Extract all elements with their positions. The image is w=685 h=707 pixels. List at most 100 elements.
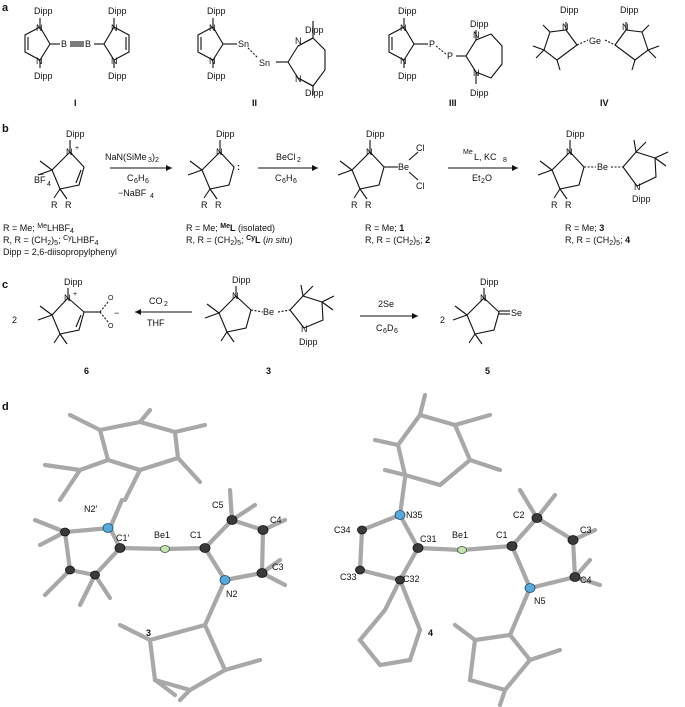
dipp-label: Dipp [305, 88, 324, 98]
atom-be [160, 545, 170, 553]
svg-text:R: R [551, 200, 558, 210]
dipp-label: Dipp [34, 71, 53, 81]
svg-text:N2′: N2′ [84, 504, 98, 514]
svg-text:Be: Be [597, 162, 608, 172]
svg-text:N: N [480, 293, 487, 303]
panel-d-crystal-3: N2′ C1′ Be1 C1 C5 C4 C3 N2 3 [32, 407, 288, 703]
svg-text:): ) [152, 152, 155, 162]
svg-text:N: N [66, 147, 73, 157]
panel-label-c: c [2, 279, 8, 291]
svg-text:THF: THF [147, 318, 165, 328]
atom-c [226, 515, 238, 525]
svg-text:3: 3 [146, 628, 151, 638]
svg-text:C1′: C1′ [116, 533, 130, 543]
svg-text:Be1: Be1 [452, 530, 468, 540]
compound-3-center: Dipp N Be N Dipp 3 [204, 275, 335, 376]
svg-text:N: N [36, 56, 43, 66]
structure-carbene: Dipp N : R R [187, 129, 240, 210]
dipp-label: Dipp [34, 6, 53, 16]
compound-III: Dipp Dipp Dipp Dipp N N N N P P III [388, 6, 503, 108]
svg-text:Cl: Cl [416, 143, 425, 153]
svg-text:−: − [40, 172, 44, 179]
svg-text:Dipp: Dipp [299, 337, 318, 347]
svg-text:N: N [562, 22, 569, 32]
atom-be [457, 546, 467, 554]
atom-label: B [85, 39, 91, 49]
svg-text:R, R = (CH2)5; CyLHBF4: R, R = (CH2)5; CyLHBF4 [3, 235, 99, 247]
svg-text:R: R [365, 200, 372, 210]
svg-text:N2: N2 [226, 589, 238, 599]
atom-label: P [447, 51, 453, 61]
dipp-label: Dipp [620, 5, 639, 15]
compound-IV: Dipp Dipp N N Ge IV [532, 5, 660, 108]
svg-text:N: N [622, 22, 629, 32]
svg-text:Be: Be [398, 162, 409, 172]
svg-text:C3: C3 [272, 562, 284, 572]
svg-text:Dipp: Dipp [216, 129, 235, 139]
structure-becl2-adduct: Dipp N Be Cl Cl R R [337, 129, 425, 210]
product-5: 2 Dipp N Se 5 [440, 277, 522, 376]
svg-text:C4: C4 [580, 575, 592, 585]
svg-text:H: H [138, 173, 145, 183]
svg-text:R: R [215, 200, 222, 210]
svg-text:N35: N35 [406, 510, 423, 520]
atom-c [531, 513, 543, 523]
svg-text:Dipp: Dipp [566, 129, 585, 139]
dipp-label: Dipp [108, 6, 127, 16]
svg-text:6: 6 [145, 178, 149, 185]
dipp-label: Dipp [207, 71, 226, 81]
svg-text:BeCl: BeCl [276, 152, 296, 162]
compound-id: II [252, 98, 257, 108]
svg-text:N: N [301, 324, 308, 334]
legend-adduct: R = Me; 1 R, R = (CH2)5; 2 [365, 223, 430, 247]
svg-text:Dipp: Dipp [232, 275, 251, 285]
svg-text:6: 6 [282, 178, 286, 185]
svg-text:C5: C5 [212, 500, 224, 510]
svg-text:2Se: 2Se [378, 299, 394, 309]
svg-text:Dipp: Dipp [64, 277, 83, 287]
atom-c [567, 535, 579, 545]
svg-text:6: 6 [84, 366, 89, 376]
svg-text:6: 6 [394, 328, 398, 335]
svg-text:Be: Be [263, 307, 274, 317]
svg-text:N: N [566, 147, 573, 157]
svg-text:O: O [108, 295, 114, 302]
svg-text::: : [237, 162, 240, 172]
svg-text:Dipp: Dipp [632, 194, 651, 204]
svg-text:N: N [36, 23, 43, 33]
svg-text:Dipp: Dipp [480, 277, 499, 287]
reaction-arrow-se: 2Se C 6 D 6 [360, 299, 418, 335]
atom-c [506, 541, 518, 551]
svg-text:Cl: Cl [416, 181, 425, 191]
atom-c [114, 543, 126, 553]
atom-c [257, 525, 269, 535]
reaction-arrow-1: NaN(SiMe 3 ) 2 C 6 H 6 −NaBF 4 [105, 152, 172, 200]
svg-text:N: N [64, 293, 71, 303]
svg-text:2: 2 [481, 178, 485, 185]
svg-text:C32: C32 [403, 574, 420, 584]
svg-text:2: 2 [440, 315, 445, 325]
legend-carbene: R = Me; MeL (isolated) R, R = (CH2)5; Cy… [186, 223, 293, 247]
svg-text:R = Me; MeL (isolated): R = Me; MeL (isolated) [186, 223, 275, 233]
svg-text:R = Me; MeLHBF4: R = Me; MeLHBF4 [3, 223, 74, 235]
dipp-label: Dipp [207, 6, 226, 16]
atom-c [256, 568, 268, 578]
atom-label: B [61, 39, 67, 49]
dipp-label: Dipp [470, 88, 489, 98]
svg-text:O: O [485, 173, 492, 183]
svg-text:5: 5 [485, 366, 490, 376]
svg-text:4: 4 [428, 628, 433, 638]
atom-c [412, 543, 424, 553]
svg-text:2: 2 [297, 157, 301, 164]
svg-text:Se: Se [511, 308, 522, 318]
svg-text:N: N [232, 291, 239, 301]
compound-id: IV [600, 98, 609, 108]
svg-text:C: C [376, 323, 383, 333]
svg-text:N: N [209, 23, 216, 33]
atom-c [65, 565, 75, 575]
svg-text:R: R [351, 200, 358, 210]
product-6: 2 Dipp N + O O − 6 [12, 277, 119, 376]
panel-b: Dipp N + BF 4 − R R NaN(SiMe 3 ) 2 C 6 H… [3, 129, 669, 257]
dipp-label: Dipp [305, 25, 324, 35]
